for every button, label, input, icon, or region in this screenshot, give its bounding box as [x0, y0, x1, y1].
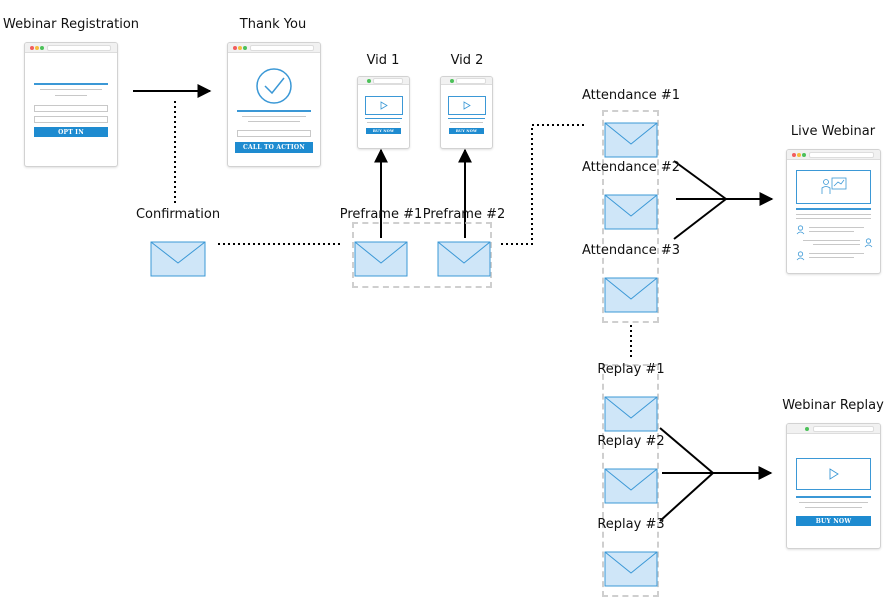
preframe-group [352, 222, 492, 288]
play-icon [829, 468, 839, 480]
label-replay2: Replay #2 [597, 434, 665, 449]
play-icon [380, 101, 388, 110]
buy-now-button-replay[interactable]: BUY NOW [796, 516, 871, 526]
replay-group [602, 364, 659, 597]
envelope-icon [604, 468, 658, 504]
video-player [448, 96, 486, 115]
label-preframe1: Preframe #1 [339, 207, 423, 222]
registration-page: OPT IN [24, 42, 118, 167]
envelope-icon [604, 396, 658, 432]
checkmark-icon [256, 68, 292, 104]
label-thank-you: Thank You [239, 17, 307, 32]
call-to-action-button[interactable]: CALL TO ACTION [235, 142, 313, 153]
thank-you-page: CALL TO ACTION [227, 42, 321, 167]
label-live-webinar: Live Webinar [790, 124, 876, 139]
user-icon [796, 251, 805, 261]
envelope-icon [604, 277, 658, 313]
buy-now-button-vid1[interactable]: BUY NOW [366, 128, 401, 134]
envelope-icon [604, 194, 658, 230]
envelope-icon [354, 241, 408, 277]
live-webinar-page [786, 149, 881, 274]
user-icon [796, 225, 805, 235]
envelope-icon [604, 551, 658, 587]
label-webinar-replay: Webinar Replay [782, 398, 884, 413]
envelope-icon [604, 122, 658, 158]
attendance-group [602, 110, 659, 323]
label-vid1: Vid 1 [366, 53, 400, 68]
webinar-replay-page: BUY NOW [786, 423, 881, 549]
video-player [365, 96, 403, 115]
buy-now-button-vid2[interactable]: BUY NOW [449, 128, 484, 134]
envelope-icon [437, 241, 491, 277]
vid2-page: BUY NOW [440, 76, 493, 149]
label-replay1: Replay #1 [597, 362, 665, 377]
play-icon [463, 101, 471, 110]
dotted-preframe-to-attendance [501, 124, 586, 245]
label-replay3: Replay #3 [597, 517, 665, 532]
label-attendance3: Attendance #3 [582, 243, 680, 258]
label-attendance1: Attendance #1 [582, 88, 680, 103]
label-webinar-registration: Webinar Registration [2, 17, 140, 32]
label-vid2: Vid 2 [450, 53, 484, 68]
user-icon [864, 238, 873, 248]
label-attendance2: Attendance #2 [582, 160, 680, 175]
label-confirmation: Confirmation [135, 207, 221, 222]
label-preframe2: Preframe #2 [422, 207, 506, 222]
presenter-chart-icon [821, 177, 847, 194]
opt-in-button[interactable]: OPT IN [34, 127, 108, 137]
replay-video-player [796, 458, 871, 490]
live-stream-panel [796, 170, 871, 204]
envelope-icon [150, 241, 206, 277]
vid1-page: BUY NOW [357, 76, 410, 149]
